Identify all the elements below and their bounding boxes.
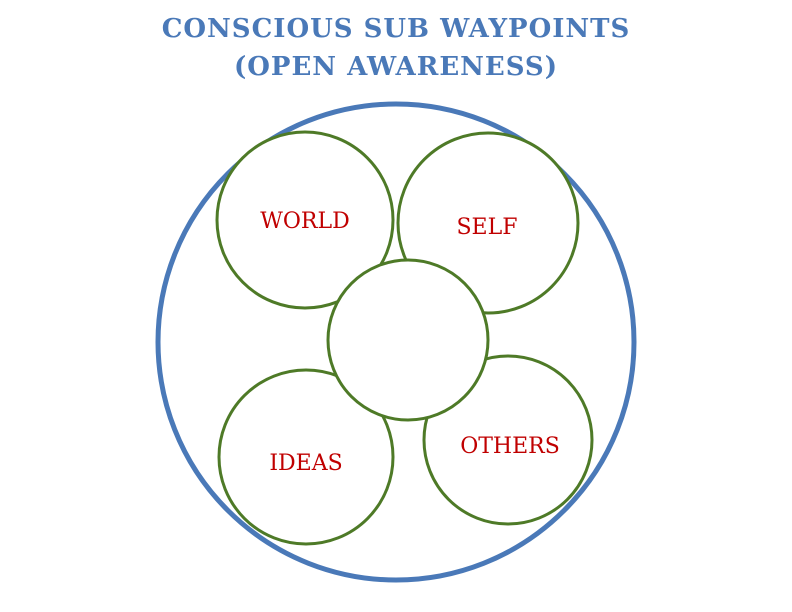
waypoint-circle-ideas <box>217 368 395 546</box>
waypoint-label-ideas: IDEAS <box>269 451 342 476</box>
diagram-title-line-2: (OPEN AWARENESS) <box>233 52 558 82</box>
diagram-title-line-1: CONSCIOUS SUB WAYPOINTS <box>161 14 631 44</box>
waypoint-label-others: OTHERS <box>460 434 560 459</box>
waypoint-label-self: SELF <box>456 215 517 240</box>
outer-awareness-circle <box>155 101 637 583</box>
waypoint-circle-center <box>326 258 490 422</box>
waypoint-circle-others <box>422 354 594 526</box>
waypoint-circle-world <box>215 130 395 310</box>
waypoint-label-world: WORLD <box>260 209 349 234</box>
